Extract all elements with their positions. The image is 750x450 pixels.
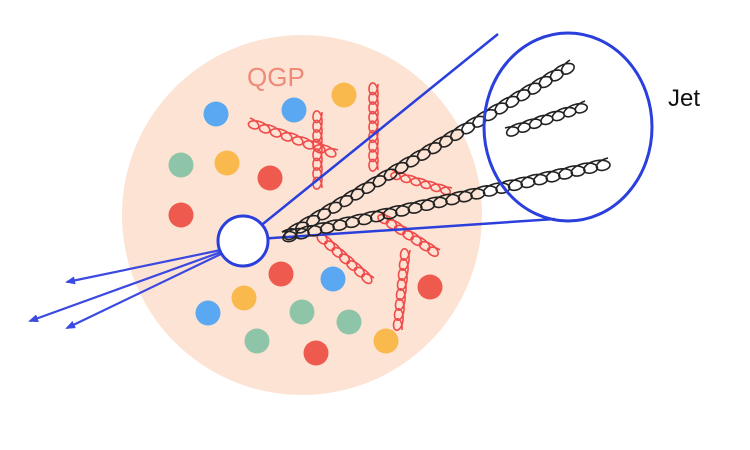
hard-scattering-vertex xyxy=(216,214,270,268)
medium-induced-gluon xyxy=(316,231,375,285)
medium-particles xyxy=(168,82,443,366)
jet-label: Jet xyxy=(668,85,700,112)
particle-orange xyxy=(231,285,257,311)
particle-blue xyxy=(320,266,346,292)
jet-gluon xyxy=(504,100,589,137)
particle-red xyxy=(257,165,283,191)
particle-green xyxy=(244,328,270,354)
jet-zoom-circle xyxy=(482,31,654,223)
particle-orange xyxy=(214,150,240,176)
medium-induced-gluons xyxy=(247,82,453,332)
particle-blue xyxy=(281,97,307,123)
particle-blue xyxy=(203,101,229,127)
medium-induced-gluon xyxy=(377,211,441,257)
recoil-arrow xyxy=(65,248,222,285)
medium-induced-gluon xyxy=(368,82,379,172)
jet-gluon xyxy=(281,59,576,241)
particle-green xyxy=(168,152,194,178)
particle-blue xyxy=(195,300,221,326)
recoil-arrow xyxy=(28,250,222,323)
particle-red xyxy=(417,274,443,300)
recoil-arrows xyxy=(28,248,222,329)
recoil-arrow xyxy=(65,253,222,329)
particle-red xyxy=(303,340,329,366)
particle-red xyxy=(268,261,294,287)
medium-induced-gluon xyxy=(312,110,323,190)
qgp-label: QGP xyxy=(247,62,305,92)
particle-green xyxy=(336,309,362,335)
particle-orange xyxy=(331,82,357,108)
particle-green xyxy=(289,299,315,325)
particle-orange xyxy=(373,328,399,354)
jet-cone-upper-edge xyxy=(242,33,499,241)
particle-red xyxy=(168,202,194,228)
jet-gluon xyxy=(281,157,611,243)
medium-induced-gluon xyxy=(392,247,411,332)
jet-gluons xyxy=(281,59,611,243)
